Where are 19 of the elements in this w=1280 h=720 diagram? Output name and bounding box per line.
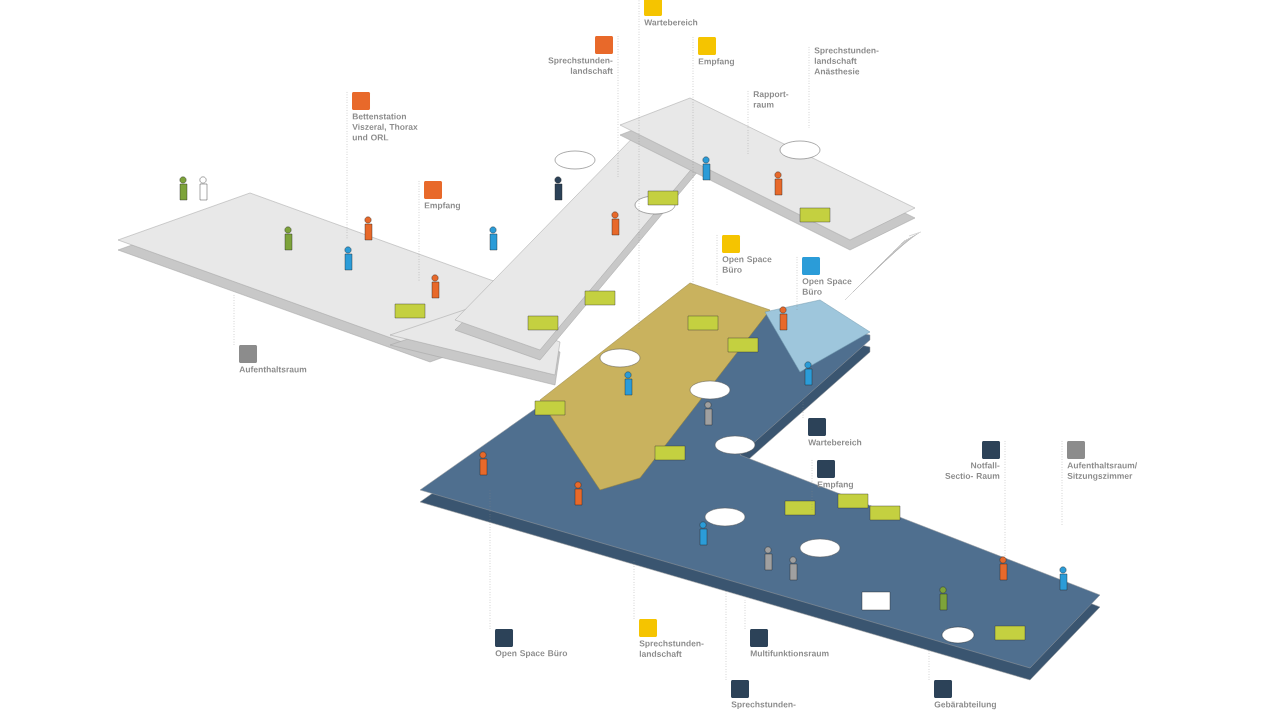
room-label: Empfang [698,58,734,67]
room-label: Open Space Büro [722,256,772,273]
room-label: Aufenthaltsraum/ Sitzungszimmer [1067,462,1137,481]
room-label: Multifunktionsraum [750,650,829,657]
room-label: Empfang [424,202,460,211]
room-label: Sprechstunden- landschaft Anästhesie [814,47,879,75]
room-label: Rapport- raum [753,91,789,108]
room-label: Bettenstation Viszeral, Thorax und ORL [352,113,418,141]
room-label: Wartebereich [808,439,862,446]
room-label: Gebärabteilung [934,701,996,710]
room-label: Sprechstunden- landschaft [639,640,704,657]
room-label: Open Space Büro [495,650,568,658]
room-label: Empfang [817,481,853,490]
room-label: Notfall-Sectio- Raum [945,462,1000,479]
room-label: Aufenthaltsraum [239,366,307,373]
room-label: Wartebereich [644,19,698,26]
room-label: Open Space Büro [802,278,852,295]
room-label: Sprechstunden- landschaft [548,57,613,74]
room-label: Sprechstunden- [731,701,796,710]
